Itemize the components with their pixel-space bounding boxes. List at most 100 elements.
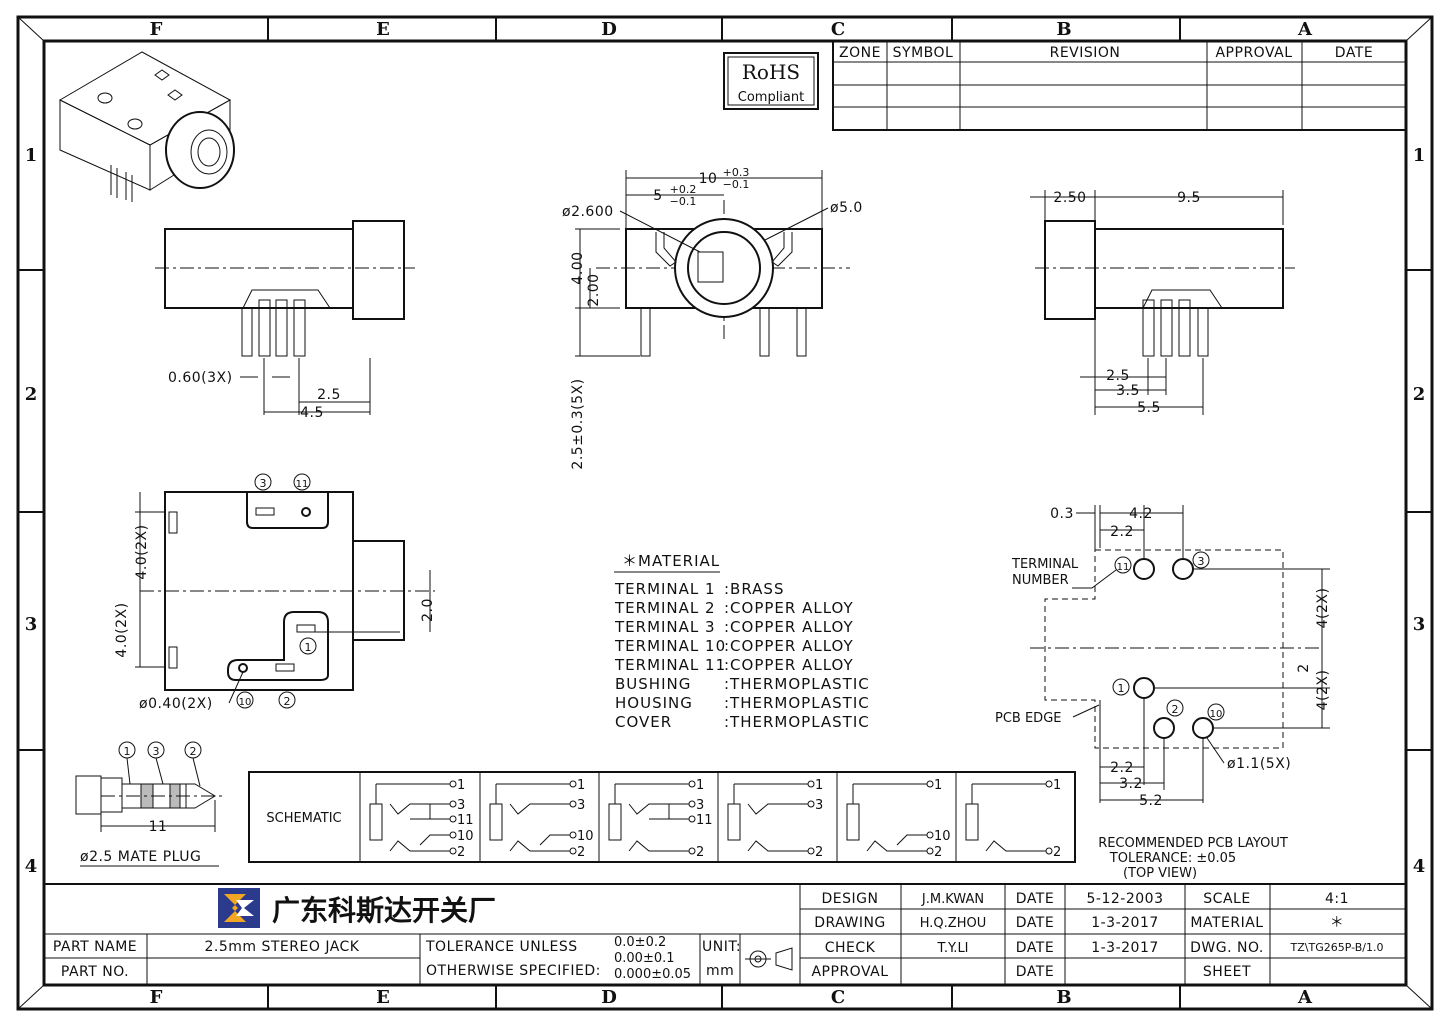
schematic-pin-label: 1 <box>577 778 585 793</box>
schematic-pin-label: 2 <box>1053 845 1061 860</box>
material-list: ＊MATERIAL TERMINAL 1 :BRASS TERMINAL 2 :… <box>614 552 870 731</box>
dwg-no-value: TZ\TG265P-B/1.0 <box>1290 941 1384 954</box>
dim-9.5: 9.5 <box>1177 190 1201 206</box>
company-logo <box>218 888 260 928</box>
schematic-pin-label: 10 <box>934 829 951 844</box>
pcb-caption-1: RECOMMENDED PCB LAYOUT <box>1098 836 1288 851</box>
terminal-number-label-2: NUMBER <box>1012 573 1069 588</box>
schematic-cell: 12 <box>965 778 1061 860</box>
drawing-label: DRAWING <box>814 915 886 931</box>
approval-label: APPROVAL <box>811 964 888 980</box>
dim-5.2: 5.2 <box>1139 793 1163 809</box>
material-part-1: TERMINAL 1 <box>614 580 716 598</box>
zone-col-c-bottom: C <box>831 987 845 1008</box>
material-part-4: TERMINAL 10 <box>614 637 726 655</box>
pcb-caption-2: TOLERANCE: ±0.05 <box>1109 851 1236 866</box>
schematic-pin-label: 3 <box>696 798 704 813</box>
dim-4.0-2x-top: 4.0(2X) <box>134 524 150 579</box>
dim-2.50: 2.50 <box>1053 190 1086 206</box>
dim-2-pcb: 2 <box>1296 663 1312 672</box>
date-value-1: 5-12-2003 <box>1087 891 1164 907</box>
dim-0.60-3x: 0.60(3X) <box>168 370 233 386</box>
dim-4.2: 4.2 <box>1129 506 1153 522</box>
rev-header-date: DATE <box>1335 45 1373 61</box>
material-mat-8: :THERMOPLASTIC <box>724 713 870 731</box>
dim-10: 10 <box>699 171 718 187</box>
dim-5-tol-dn: −0.1 <box>670 195 697 208</box>
rohs-stamp: RoHS Compliant <box>723 52 819 110</box>
plug-pin-2: 2 <box>190 745 197 758</box>
pcb-pin-2: 2 <box>1172 703 1179 716</box>
check-value: T.Y.LI <box>936 941 968 956</box>
isometric-view <box>58 51 235 202</box>
schematic-pin-label: 3 <box>815 798 823 813</box>
scale-label: SCALE <box>1203 891 1250 907</box>
bv-pin-10: 10 <box>239 697 252 708</box>
dia-5: ø5.0 <box>830 200 863 216</box>
unit-label: UNIT: <box>702 939 741 955</box>
material-mat-2: :COPPER ALLOY <box>724 599 854 617</box>
tolerance-value-3: 0.000±0.05 <box>614 967 691 982</box>
zone-col-a: A <box>1297 19 1313 40</box>
revision-table: ZONE SYMBOL REVISION APPROVAL DATE <box>832 40 1407 131</box>
material-part-6: BUSHING <box>615 675 691 693</box>
tolerance-value-1: 0.0±0.2 <box>614 935 666 950</box>
material-part-2: TERMINAL 2 <box>614 599 716 617</box>
dwg-no-label: DWG. NO. <box>1190 940 1264 956</box>
drawing-value: H.Q.ZHOU <box>920 916 986 931</box>
title-block: 广东科斯达开关厂 PART NAME 2.5mm STEREO JACK PAR… <box>43 883 1407 986</box>
schematic-strip: SCHEMATIC <box>248 771 1076 863</box>
dim-3.2: 3.2 <box>1119 776 1143 792</box>
mate-plug: 1 3 2 11 ø2.5 MATE PLUG <box>75 741 225 867</box>
pcb-pin-11: 11 <box>1117 562 1130 573</box>
zone-col-f-bottom: F <box>150 987 163 1008</box>
material-part-5: TERMINAL 11 <box>614 656 726 674</box>
material-mat-1: :BRASS <box>724 580 784 598</box>
pcb-edge-label: PCB EDGE <box>995 711 1061 726</box>
zone-row-3: 3 <box>25 614 38 635</box>
zone-col-b: B <box>1056 19 1071 40</box>
date-value-3: 1-3-2017 <box>1091 940 1159 956</box>
zone-col-e: E <box>376 19 390 40</box>
pcb-caption-3: (TOP VIEW) <box>1123 866 1197 881</box>
bv-pin-3: 3 <box>260 477 267 490</box>
design-label: DESIGN <box>822 891 879 907</box>
check-label: CHECK <box>825 940 876 956</box>
scale-value: 4:1 <box>1325 891 1349 907</box>
date-label-3: DATE <box>1016 940 1054 956</box>
rohs-title: RoHS <box>742 60 800 84</box>
schematic-pin-label: 1 <box>815 778 823 793</box>
zone-col-f: F <box>150 19 163 40</box>
dim-2.2-top: 2.2 <box>1110 524 1134 540</box>
material-mat-4: :COPPER ALLOY <box>724 637 854 655</box>
material-part-8: COVER <box>615 713 672 731</box>
zone-col-e-bottom: E <box>376 987 390 1008</box>
part-no-label: PART NO. <box>61 964 129 980</box>
rev-header-revision: REVISION <box>1050 45 1121 61</box>
schematic-label: SCHEMATIC <box>266 811 341 826</box>
schematic-pin-label: 1 <box>934 778 942 793</box>
dim-10-tol-dn: −0.1 <box>723 178 750 191</box>
material-mat-7: :THERMOPLASTIC <box>724 694 870 712</box>
dia-1.1-5x: ø1.1(5X) <box>1227 756 1291 772</box>
dim-4-2x-top: 4(2X) <box>1315 588 1331 629</box>
material-mat-6: :THERMOPLASTIC <box>724 675 870 693</box>
bv-pin-2: 2 <box>284 695 291 708</box>
dim-2.00: 2.00 <box>586 273 602 306</box>
zone-row-4: 4 <box>25 856 38 877</box>
dim-5.5-right: 5.5 <box>1137 400 1161 416</box>
dim-5-tol-up: +0.2 <box>670 183 697 196</box>
material-value: ＊ <box>1330 915 1345 931</box>
dim-4.0-2x-bottom: 4.0(2X) <box>114 602 130 657</box>
rev-header-symbol: SYMBOL <box>893 45 954 61</box>
schematic-pin-label: 2 <box>457 845 465 860</box>
projection-symbol-icon <box>745 947 793 971</box>
rev-header-zone: ZONE <box>839 45 881 61</box>
zone-row-2-right: 2 <box>1413 384 1426 405</box>
tolerance-line-2: OTHERWISE SPECIFIED: <box>426 963 601 979</box>
rev-header-approval: APPROVAL <box>1215 45 1292 61</box>
